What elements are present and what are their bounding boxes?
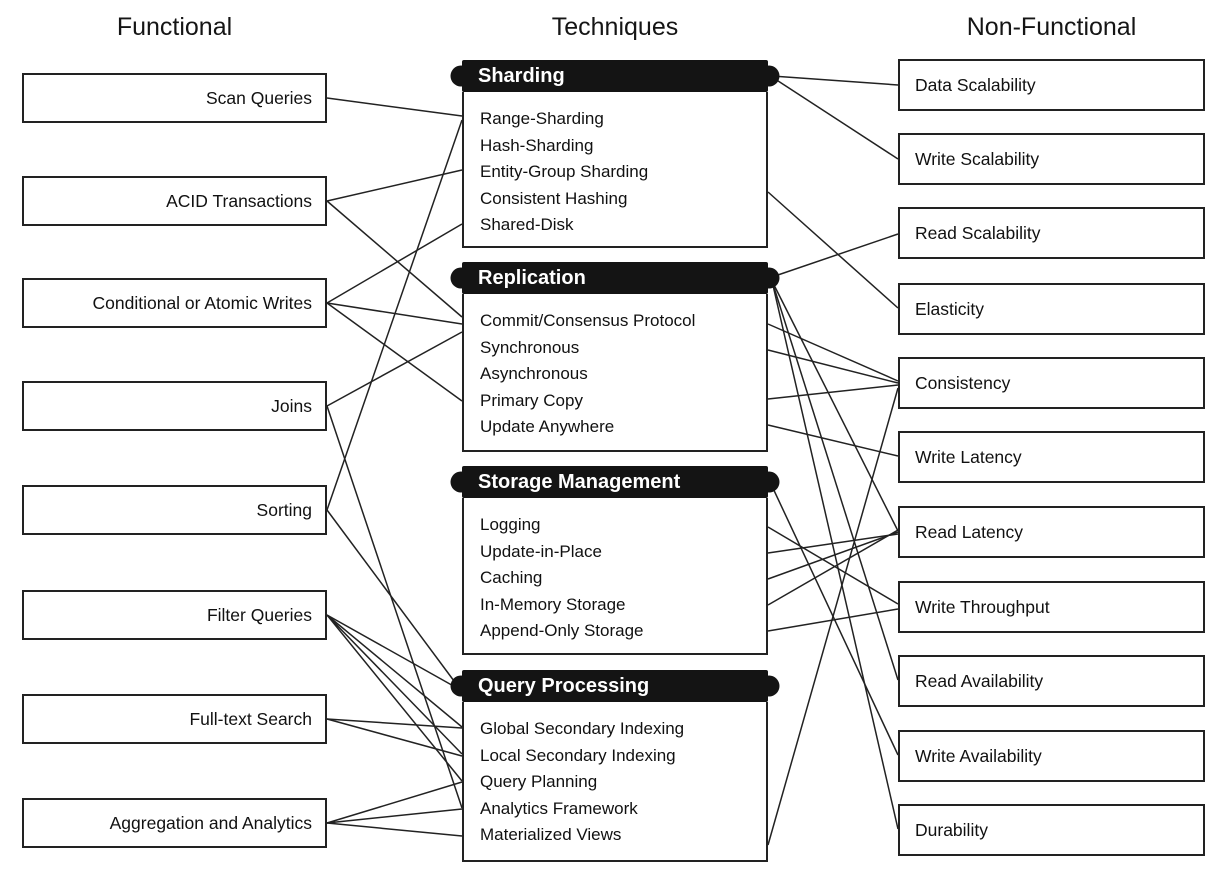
edge-storage-management-to-read-latency xyxy=(767,533,899,554)
nonfunctional-item-write-scalability: Write Scalability xyxy=(898,133,1205,185)
technique-item-caching: Caching xyxy=(480,568,543,587)
functional-item-filter-queries: Filter Queries xyxy=(22,590,327,640)
edge-replication-to-read-scalability xyxy=(771,233,899,278)
edge-sharding-to-data-scalability xyxy=(771,75,899,86)
functional-item-acid-transactions: ACID Transactions xyxy=(22,176,327,226)
edge-replication-to-read-latency xyxy=(771,280,899,532)
edge-aggregation-and-analytics-to-query-processing xyxy=(326,808,463,824)
edge-acid-transactions-to-replication xyxy=(326,200,463,318)
edge-joins-to-replication xyxy=(326,331,463,407)
functional-item-aggregation-and-analytics: Aggregation and Analytics xyxy=(22,798,327,848)
edge-aggregation-and-analytics-to-query-processing xyxy=(326,822,463,837)
technique-item-range-sharding: Range-Sharding xyxy=(480,109,604,128)
nonfunctional-item-write-throughput: Write Throughput xyxy=(898,581,1205,633)
edge-sorting-to-sharding xyxy=(326,119,463,511)
technique-item-analytics-framework: Analytics Framework xyxy=(480,798,638,818)
edge-query-processing-to-consistency xyxy=(767,387,899,846)
technique-item-entity-group-sharding: Entity-Group Sharding xyxy=(480,162,649,181)
technique-group-header-replication: Replication xyxy=(462,262,768,294)
column-title-techniques: Techniques xyxy=(551,13,679,41)
technique-group-header-storage-management: Storage Management xyxy=(462,466,768,498)
nonfunctional-item-read-availability: Read Availability xyxy=(898,655,1205,707)
edge-full-text-search-to-query-processing xyxy=(326,718,463,729)
technique-item-hash-sharding: Hash-Sharding xyxy=(480,135,594,155)
edge-storage-management-to-write-throughput xyxy=(767,608,899,632)
technique-item-commit-consensus-protocol: Commit/Consensus Protocol xyxy=(480,311,696,330)
technique-item-synchronous: Synchronous xyxy=(480,337,580,357)
column-title-functional: Functional xyxy=(116,13,233,41)
technique-item-primary-copy: Primary Copy xyxy=(480,390,583,410)
edge-filter-queries-to-query-processing xyxy=(326,614,463,755)
edge-sharding-to-elasticity xyxy=(767,191,899,309)
functional-item-conditional-or-atomic-writes: Conditional or Atomic Writes xyxy=(22,278,327,328)
technique-item-logging: Logging xyxy=(480,515,541,534)
nonfunctional-item-read-scalability: Read Scalability xyxy=(898,207,1205,259)
edge-filter-queries-to-query-processing xyxy=(326,614,463,782)
technique-item-query-planning: Query Planning xyxy=(480,772,598,791)
column-title-nonfunctional: Non-Functional xyxy=(966,13,1137,41)
edge-filter-queries-to-query-processing xyxy=(326,614,463,728)
edge-acid-transactions-to-sharding xyxy=(326,169,463,202)
functional-item-full-text-search: Full-text Search xyxy=(22,694,327,744)
nonfunctional-item-read-latency: Read Latency xyxy=(898,506,1205,558)
nonfunctional-item-data-scalability: Data Scalability xyxy=(898,59,1205,111)
nonfunctional-item-write-availability: Write Availability xyxy=(898,730,1205,782)
technique-item-append-only-storage: Append-Only Storage xyxy=(480,621,644,640)
technique-item-materialized-views: Materialized Views xyxy=(480,825,622,844)
edge-joins-to-query-processing xyxy=(326,405,463,809)
technique-item-update-anywhere: Update Anywhere xyxy=(480,417,615,436)
edge-scan-queries-to-sharding xyxy=(326,97,463,117)
technique-item-asynchronous: Asynchronous xyxy=(480,364,588,383)
functional-item-scan-queries: Scan Queries xyxy=(22,73,327,123)
technique-item-consistent-hashing: Consistent Hashing xyxy=(480,188,628,208)
technique-group-header-sharding: Sharding xyxy=(462,60,768,92)
nonfunctional-item-durability: Durability xyxy=(898,804,1205,856)
nonfunctional-item-write-latency: Write Latency xyxy=(898,431,1205,483)
edge-aggregation-and-analytics-to-query-processing xyxy=(326,781,463,824)
edge-full-text-search-to-query-processing xyxy=(326,718,463,757)
functional-item-sorting: Sorting xyxy=(22,485,327,535)
edge-replication-to-consistency xyxy=(767,384,899,400)
functional-item-joins: Joins xyxy=(22,381,327,431)
edge-conditional-or-atomic-writes-to-sharding xyxy=(326,223,463,304)
technique-item-shared-disk: Shared-Disk xyxy=(480,215,574,234)
nonfunctional-item-elasticity: Elasticity xyxy=(898,283,1205,335)
edge-replication-to-write-latency xyxy=(767,424,899,457)
edge-conditional-or-atomic-writes-to-replication xyxy=(326,302,463,325)
edge-storage-management-to-write-throughput xyxy=(767,526,899,605)
technique-item-global-secondary-indexing: Global Secondary Indexing xyxy=(480,719,685,738)
technique-group-header-query-processing: Query Processing xyxy=(462,670,768,702)
edge-storage-management-to-read-latency xyxy=(767,529,899,606)
edge-replication-to-read-availability xyxy=(771,280,899,681)
edge-storage-management-to-read-latency xyxy=(767,531,899,580)
technique-item-in-memory-storage: In-Memory Storage xyxy=(480,594,626,614)
edge-sharding-to-write-scalability xyxy=(771,76,899,160)
nonfunctional-item-consistency: Consistency xyxy=(898,357,1205,409)
edge-filter-queries-to-query-processing xyxy=(326,614,458,689)
edge-conditional-or-atomic-writes-to-replication xyxy=(326,302,463,402)
edge-replication-to-consistency xyxy=(767,349,899,384)
technique-item-update-in-place: Update-in-Place xyxy=(480,541,602,561)
technique-item-local-secondary-indexing: Local Secondary Indexing xyxy=(480,745,676,765)
edge-replication-to-consistency xyxy=(767,323,899,382)
